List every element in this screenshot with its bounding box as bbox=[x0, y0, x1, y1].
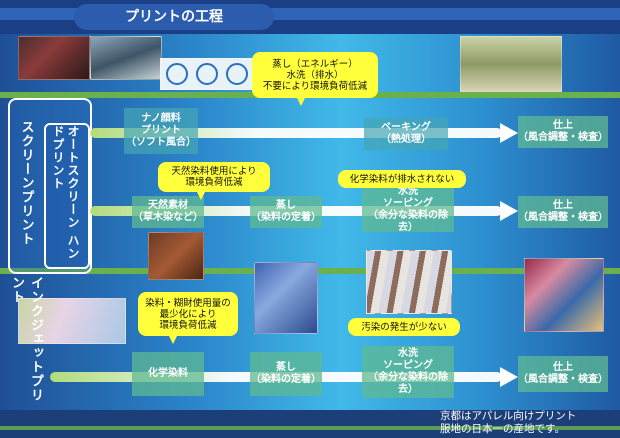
step-finish-2: 仕上 （風合調整・検査） bbox=[518, 196, 608, 228]
step-finish-1: 仕上 （風合調整・検査） bbox=[518, 116, 608, 148]
footer-text: 京都はアパレル向けプリント 服地の日本一の産地です。 bbox=[440, 410, 616, 436]
screen-sub-frame bbox=[44, 123, 90, 269]
photo-washing-rollers bbox=[366, 250, 452, 314]
photo-plant-material bbox=[148, 232, 204, 280]
step-chem-dye: 化学染料 bbox=[132, 352, 204, 396]
page-title: プリントの工程 bbox=[74, 4, 274, 30]
callout-less-dye-tail bbox=[168, 334, 178, 344]
callout-energy-tail bbox=[296, 96, 306, 106]
row-sublabel-screen: オートスクリーン ハンドプリント bbox=[51, 125, 80, 261]
step-natural-material: 天然素材 （草木染など） bbox=[132, 196, 204, 228]
footer-line-1: 京都はアパレル向けプリント bbox=[440, 410, 577, 422]
row-label-screen: スクリーンプリント bbox=[18, 120, 34, 246]
step-nano-print: ナノ顔料 プリント （ソフト風合） bbox=[124, 108, 198, 154]
particles-icon bbox=[166, 63, 248, 85]
callout-natural-dye: 天然染料使用により 環境負荷低減 bbox=[158, 162, 270, 192]
photo-finished-fabric bbox=[524, 258, 604, 332]
photo-inkjet-print bbox=[18, 298, 126, 344]
callout-natural-dye-tail bbox=[196, 190, 206, 200]
step-wash-2: 水洗 ソーピング （余分な染料の除去） bbox=[362, 346, 454, 398]
callout-less-pollution: 汚染の発生が少ない bbox=[348, 318, 460, 336]
footer-bar bbox=[0, 410, 620, 438]
step-finish-3: 仕上 （風合調整・検査） bbox=[518, 356, 608, 392]
photo-steamer-fabric bbox=[254, 262, 318, 334]
photo-nano-particles bbox=[160, 58, 254, 90]
footer-line bbox=[0, 426, 620, 430]
callout-less-dye: 染料・糊財使用量の 最少化により 環境負荷低減 bbox=[138, 292, 238, 336]
flow-arrow-1 bbox=[500, 123, 518, 143]
footer-line-2: 服地の日本一の産地です。 bbox=[440, 423, 565, 435]
flow-arrow-2 bbox=[500, 201, 518, 221]
photo-hand-print bbox=[18, 36, 90, 80]
step-wash-1: 水洗 ソーピング （余分な染料の除去） bbox=[362, 186, 454, 233]
callout-no-drain: 化学染料が排水されない bbox=[338, 170, 466, 188]
header-bar: プリントの工程 bbox=[0, 0, 620, 34]
photo-baking-machine bbox=[460, 36, 562, 92]
callout-energy: 蒸し（エネルギー） 水洗（排水） 不要により環境負荷低減 bbox=[252, 52, 378, 98]
row-label-inkjet: インクジェットプリント bbox=[9, 276, 43, 402]
flow-arrow-3 bbox=[500, 367, 518, 387]
photo-screen-frame bbox=[90, 36, 162, 80]
step-steam-2: 蒸し （染料の定着） bbox=[250, 352, 322, 396]
screen-print-frame bbox=[8, 98, 92, 274]
step-baking: ベーキング （熱処理） bbox=[364, 118, 448, 150]
step-steam-1: 蒸し （染料の定着） bbox=[250, 196, 322, 228]
flow-line-1 bbox=[90, 128, 502, 138]
